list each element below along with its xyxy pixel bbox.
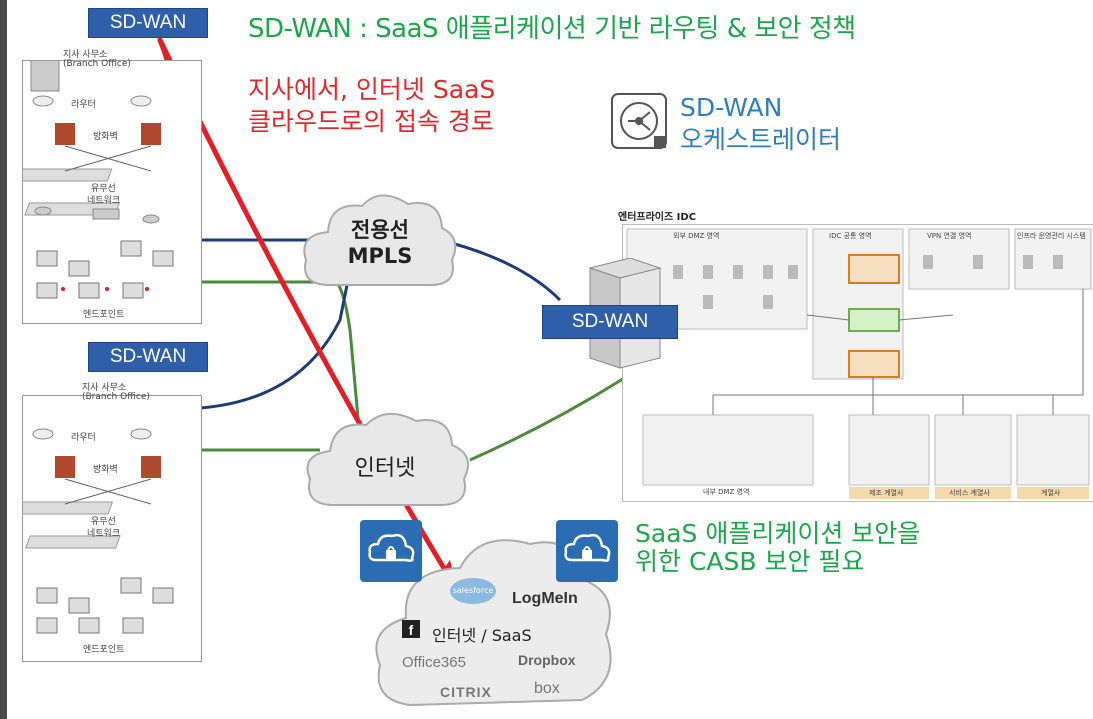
left-edge-bar: [0, 0, 7, 719]
internet-cloud: [306, 413, 469, 506]
orchestrator-icon: [611, 93, 667, 149]
saas-cloud-label: 인터넷 / SaaS: [432, 626, 532, 645]
box-logo: box: [534, 680, 560, 697]
idc-bottom-zone-4: 계열사: [1041, 489, 1061, 497]
mpls-line2: MPLS: [347, 244, 413, 268]
idc-bottom-zone-1: 내부 DMZ 영역: [703, 488, 750, 496]
citrix-logo: CITRIX: [440, 684, 492, 700]
mpls-line1: 전용선: [351, 218, 409, 242]
route-description: 지사에서, 인터넷 SaaS 클라우드로의 접속 경로: [248, 74, 495, 138]
sdwan-box-branch1: SD-WAN: [88, 8, 208, 38]
orchestrator-label: SD-WAN 오케스트레이터: [680, 92, 841, 156]
sdwan-box-branch2: SD-WAN: [88, 342, 208, 372]
idc-zone-3: VPN 연결 영역: [927, 232, 972, 240]
link-branch2-mpls: [199, 269, 352, 410]
branch-office-2: 라우터 방화벽 유무선 네트워크 엔드포인트: [17, 395, 202, 662]
branch-title: 지사 사무소: [63, 50, 108, 60]
route-text-line1: 지사에서, 인터넷 SaaS: [248, 75, 496, 104]
idc-zone-4: 인프라 운영관리 시스템: [1017, 232, 1086, 240]
dropbox-logo: Dropbox: [518, 652, 576, 668]
network-label-1: 유무선: [91, 184, 116, 194]
idc-zone-1: 외부 DMZ 영역: [673, 232, 720, 240]
casb-cloud-lock-icon-2: [556, 520, 618, 582]
mpls-cloud-label: 전용선 MPLS: [330, 214, 430, 268]
network-label-2: 네트워크: [87, 529, 121, 539]
facebook-icon: f: [402, 620, 420, 638]
page-title: SD-WAN : SaaS 애플리케이션 기반 라우팅 & 보안 정책: [248, 14, 856, 44]
router-label: 라우터: [71, 433, 96, 443]
branch-subtitle: (Branch Office): [63, 59, 131, 69]
mpls-cloud: [303, 194, 457, 287]
casb-line1: SaaS 애플리케이션 보안을: [635, 519, 921, 548]
orchestrator-line1: SD-WAN: [680, 93, 783, 122]
salesforce-logo: salesforce: [450, 578, 496, 604]
link-internet-idc: [469, 366, 641, 462]
branch2-title: 지사 사무소: [82, 383, 127, 393]
branch-topology: [17, 428, 174, 634]
firewall-label: 방화벽: [93, 132, 118, 142]
saas-cloud: [375, 539, 612, 707]
internet-cloud-label: 인터넷: [354, 456, 416, 481]
router-label: 라우터: [71, 100, 96, 110]
branch2-subtitle: (Branch Office): [82, 392, 150, 402]
logmein-logo: LogMeIn: [512, 590, 578, 607]
branch-office-1: 지사 사무소 (Branch Office) 라우터 방화벽 유무선 네트워크 …: [16, 30, 202, 324]
casb-description: SaaS 애플리케이션 보안을 위한 CASB 보안 필요: [635, 520, 920, 576]
firewall-label: 방화벽: [93, 465, 118, 475]
idc-bottom-zone-3: 서비스 계열사: [949, 489, 990, 497]
route-text-line2: 클라우드로의 접속 경로: [248, 107, 494, 136]
idc-zone-2: IDC 공통 영역: [829, 232, 872, 240]
orchestrator-line2: 오케스트레이터: [680, 125, 842, 154]
link-mpls-idc: [439, 238, 562, 302]
idc-topology: [626, 228, 1092, 499]
idc-panel: 외부 DMZ 영역 IDC 공통 영역 VPN 연결 영역 인프라 운영관리 시…: [622, 224, 1093, 502]
sdwan-box-idc: SD-WAN: [542, 305, 678, 339]
endpoint-label: 엔드포인트: [83, 310, 125, 320]
idc-bottom-zone-2: 제조 계열사: [869, 489, 904, 497]
network-label-2: 네트워크: [87, 196, 121, 206]
endpoint-label: 엔드포인트: [83, 645, 125, 655]
network-label-1: 유무선: [91, 517, 116, 527]
idc-title: 엔터프라이즈 IDC: [618, 212, 697, 223]
casb-cloud-lock-icon-1: [360, 520, 422, 582]
office365-logo: Office365: [402, 654, 466, 671]
casb-line2: 위한 CASB 보안 필요: [635, 547, 865, 576]
